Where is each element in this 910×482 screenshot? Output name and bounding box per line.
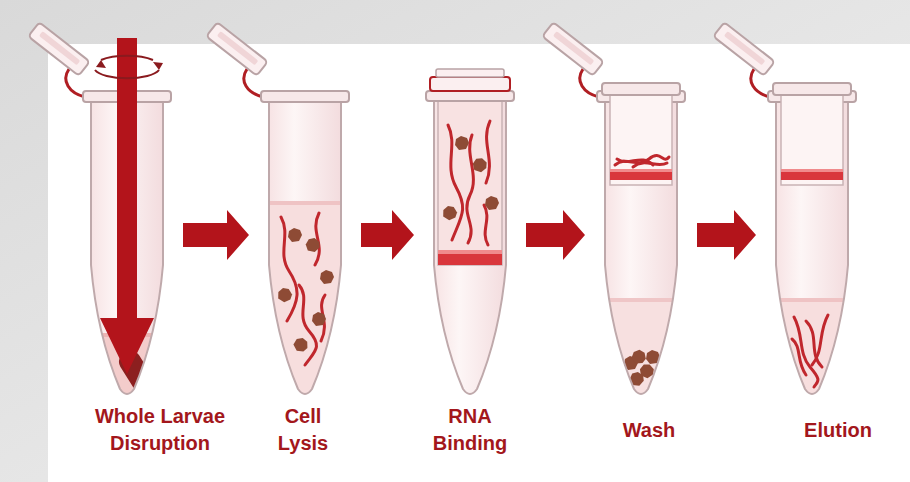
tube-step: Cell Lysis: [263, 95, 347, 395]
step-label: Wash: [609, 417, 689, 444]
step-label: Whole Larvae Disruption: [75, 403, 245, 457]
tube-step: Wash: [599, 95, 683, 395]
step-label: RNA Binding: [425, 403, 515, 457]
flow-arrow: [526, 210, 585, 260]
flow-arrow: [183, 210, 249, 260]
step-label: Elution: [793, 417, 883, 444]
flow-arrow: [361, 210, 414, 260]
flow-arrow: [697, 210, 756, 260]
tube-step: Elution: [770, 95, 854, 395]
step-label: Cell Lysis: [268, 403, 338, 457]
tube-step: RNA Binding: [428, 95, 512, 395]
tube-step: Whole Larvae Disruption: [85, 95, 169, 395]
